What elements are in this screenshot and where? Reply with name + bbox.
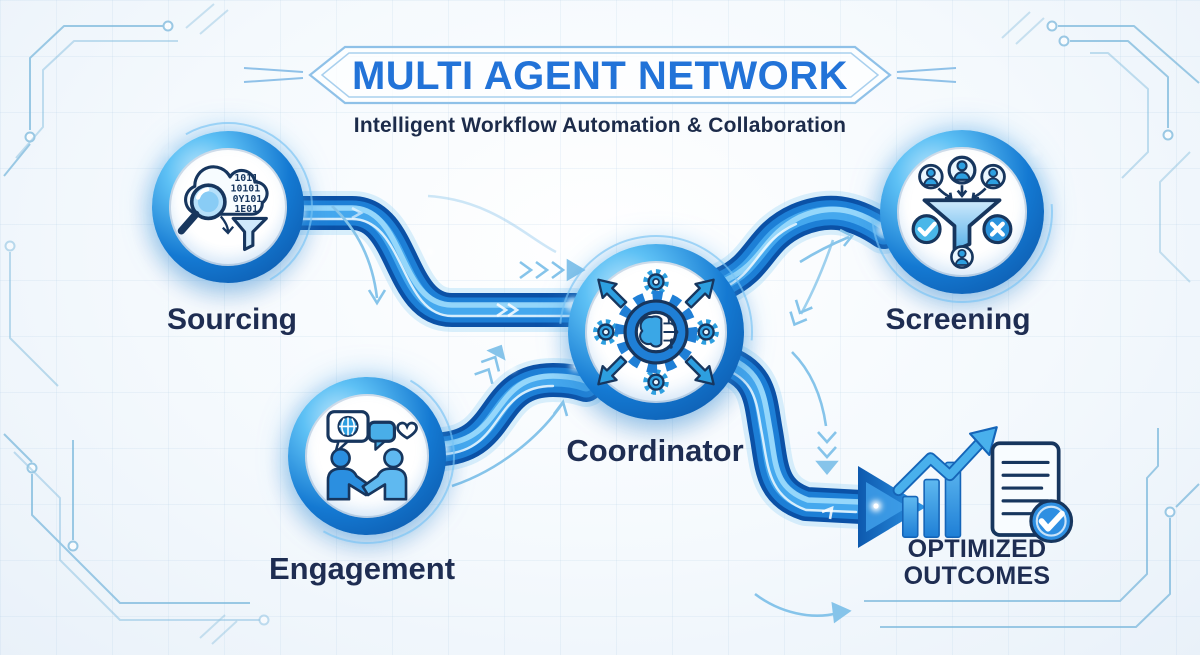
reject-badge [982,214,1013,245]
node-coordinator [568,244,744,420]
person-left-head [330,447,351,469]
svg-text:0Y101: 0Y101 [233,194,263,205]
bar-1 [901,495,919,538]
globe-icon [337,415,359,438]
pipe-strokes [278,190,906,529]
title-hexagon-badge [243,45,957,105]
funnel-shape [231,216,268,252]
label-screening: Screening [885,303,1031,336]
circuit-half [663,318,676,346]
cloud-data-search-funnel-icon: 1011 10101 0Y101 1E01 [177,165,269,252]
decor-arrows [331,194,855,624]
node-screening [880,130,1044,294]
svg-text:1011: 1011 [234,173,258,184]
bar-3 [944,461,962,538]
bar-2 [923,478,940,538]
person-right-head [383,447,404,469]
funnel-shape [922,198,1002,253]
page-title: MULTI AGENT NETWORK [351,53,849,98]
label-coordinator: Coordinator [566,433,744,468]
label-outcomes-line2: OUTCOMES [903,561,1051,590]
person-left-body [326,467,373,501]
speech-bubble-globe [326,410,370,443]
handshake-communication-icon [326,410,418,501]
candidate-filter-funnel-icon [911,155,1013,269]
cloud-shape [184,165,269,217]
heart-icon [396,421,418,440]
page-subtitle: Intelligent Workflow Automation & Collab… [353,114,847,137]
growth-chart-report-check-icon [892,426,1074,544]
brain-half [639,315,663,348]
label-sourcing: Sourcing [166,303,297,336]
node-sourcing: 1011 10101 0Y101 1E01 [152,131,304,283]
speech-bubble-reply [367,420,396,443]
svg-text:1E01: 1E01 [234,204,258,215]
person-right-body [361,467,408,501]
gear-teeth [614,290,698,374]
label-engagement: Engagement [268,551,456,586]
magnifier-handle [177,210,200,235]
ai-gear-brain-hub-icon [592,268,720,396]
growth-arrow [894,439,984,495]
check-badge [911,214,942,245]
magnifier-lens [189,183,227,221]
svg-text:10101: 10101 [231,183,261,194]
label-outcomes: OPTIMIZED OUTCOMES [872,536,1082,589]
node-engagement [288,377,446,535]
label-outcomes-line1: OPTIMIZED [907,535,1047,563]
